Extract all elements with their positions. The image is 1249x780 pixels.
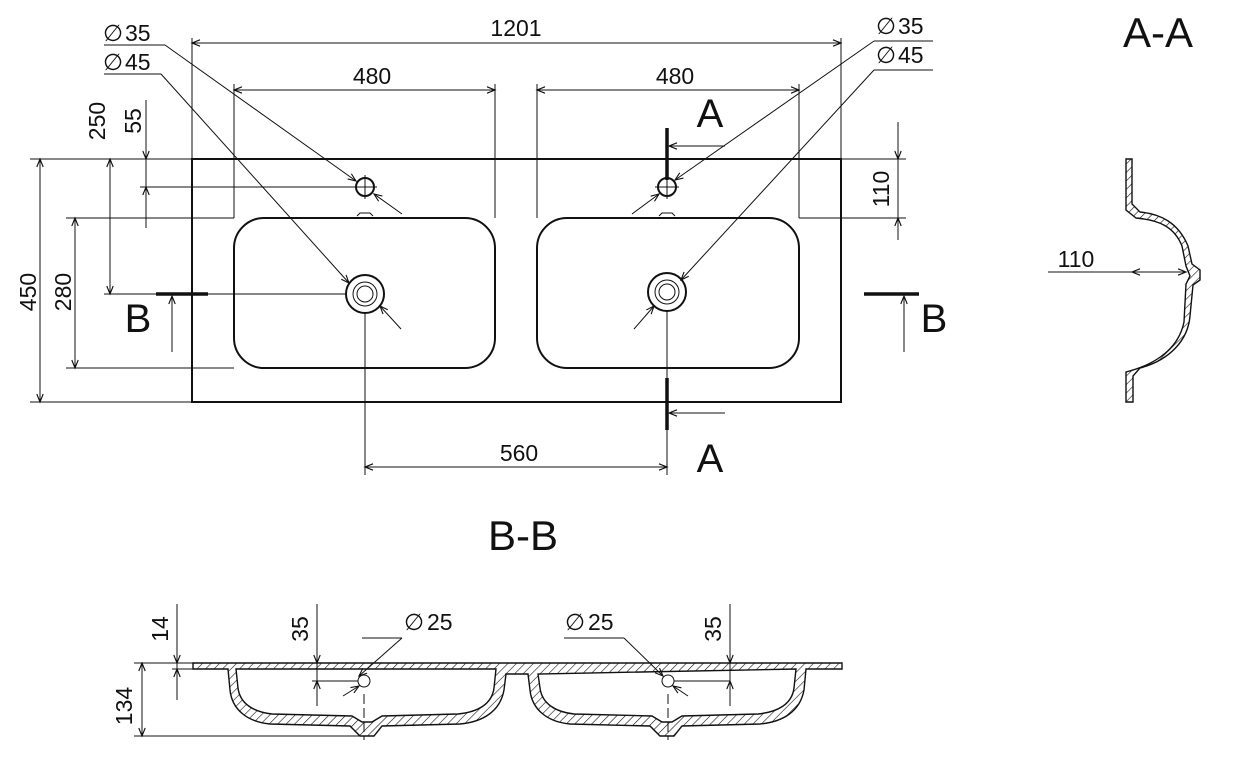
dim-280: 280 [50,273,76,311]
dim-14: 14 [147,616,173,642]
dim-110-aa: 110 [1058,246,1095,272]
dim-250: 250 [84,102,110,140]
diameter-symbol: ∅ [404,609,424,635]
callout-bb-right-25: ∅ 25 [565,609,614,635]
section-aa-title: A-A [1123,9,1193,56]
section-b-b: B-B [111,512,843,740]
diameter-symbol: ∅ [565,609,585,635]
callout-left-35: ∅ 35 [103,20,151,46]
diameter-symbol: ∅ [103,49,123,75]
section-letter: B [125,297,152,341]
section-marker-a-top: A [665,92,725,180]
diameter-symbol: ∅ [876,42,896,68]
extension-lines [30,38,906,475]
callout-value: 25 [588,609,614,635]
right-tap-hole [655,175,679,217]
section-bb-profile [192,662,843,737]
section-letter: A [697,92,724,136]
callout-right-35: ∅ 35 [876,13,924,39]
section-letter: B [921,297,948,341]
dim-1201: 1201 [490,15,541,41]
callout-right-45: ∅ 45 [876,42,924,68]
dim-450: 450 [15,273,41,311]
callout-value: 25 [427,609,453,635]
callout-value: 35 [125,20,151,46]
callout-left-45: ∅ 45 [103,49,151,75]
diameter-symbol: ∅ [103,20,123,46]
callout-bb-left-25: ∅ 25 [404,609,453,635]
section-aa-profile [1125,158,1201,403]
section-marker-a-bottom: A [665,378,725,481]
dim-110-plan: 110 [868,171,894,208]
callout-value: 35 [898,13,924,39]
dim-480-left: 480 [353,63,391,89]
left-tap-hole [353,175,377,217]
countertop-outline [191,158,842,403]
callout-value: 45 [898,42,924,68]
dim-134: 134 [111,687,137,726]
right-basin [536,217,800,369]
bb-dimension-lines [134,604,734,738]
section-marker-b-right: B [864,292,948,352]
diameter-leaders [104,40,933,330]
dim-560: 560 [500,440,538,466]
dim-55: 55 [120,108,146,134]
section-bb-title: B-B [488,512,558,559]
dimension-lines [36,39,902,471]
left-drain [345,274,385,314]
dim-35-right: 35 [700,616,726,642]
right-drain [647,272,687,312]
plan-view: 1201 480 480 560 450 280 250 55 110 ∅ 35… [15,13,947,481]
section-letter: A [697,437,724,481]
section-marker-b-left: B [125,292,208,352]
dim-480-right: 480 [656,63,694,89]
section-a-a: A-A 110 [1048,9,1201,403]
callout-value: 45 [125,49,151,75]
dim-35-left: 35 [287,616,313,642]
diameter-symbol: ∅ [876,13,896,39]
